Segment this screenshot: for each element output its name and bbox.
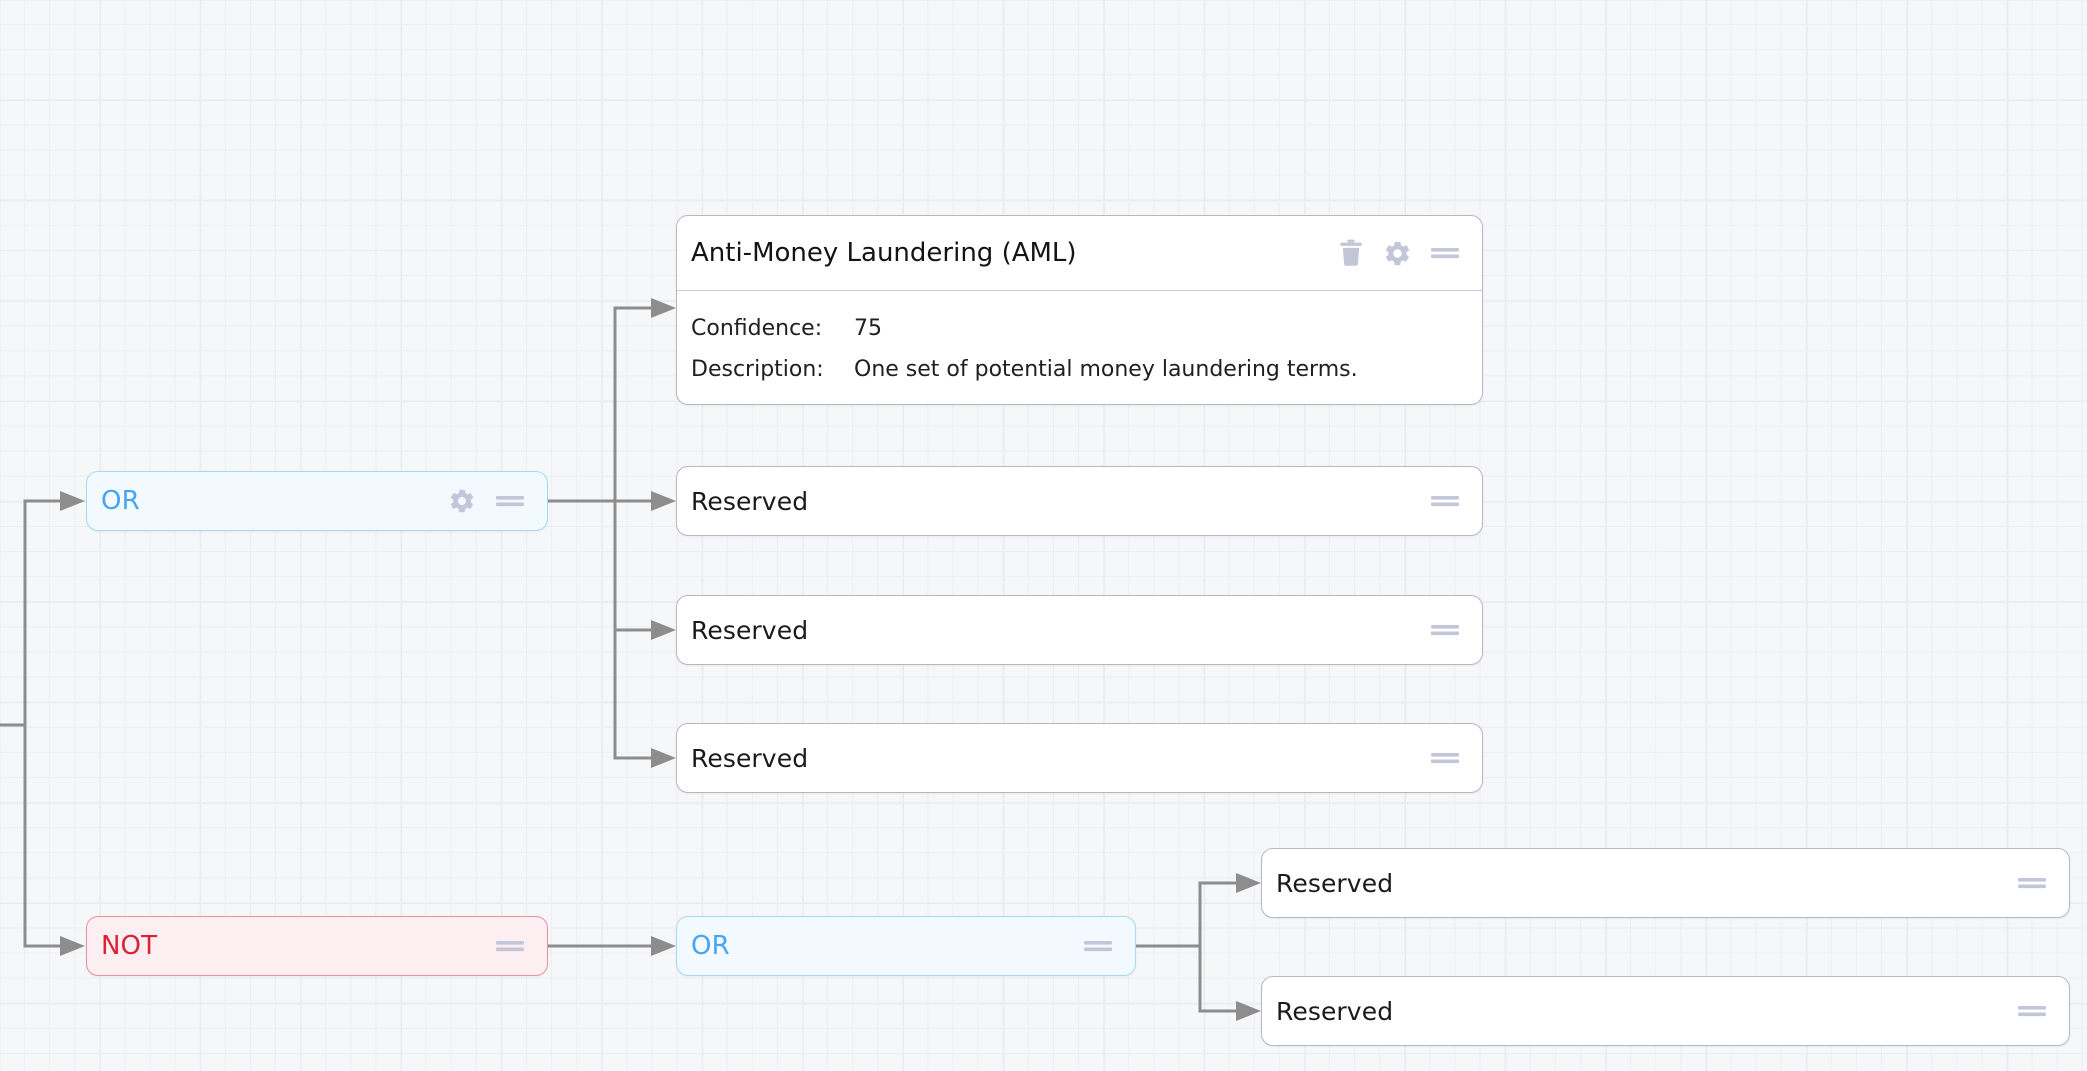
confidence-value: 75 <box>854 315 882 341</box>
node-or-root-actions <box>447 486 525 516</box>
description-label: Description: <box>691 356 824 382</box>
node-reserved-4[interactable]: Reserved <box>1261 848 2070 918</box>
node-reserved-4-label: Reserved <box>1276 868 1394 898</box>
confidence-label: Confidence: <box>691 315 823 341</box>
drag-handle-icon[interactable] <box>2017 872 2047 894</box>
drag-handle-icon[interactable] <box>1430 619 1460 641</box>
drag-handle-icon[interactable] <box>1083 935 1113 957</box>
description-value: One set of potential money laundering te… <box>854 356 1358 382</box>
node-aml-title: Anti-Money Laundering (AML) <box>691 238 1077 268</box>
node-or-child-label: OR <box>691 931 730 961</box>
drag-handle-icon[interactable] <box>1430 242 1460 264</box>
node-reserved-1-label: Reserved <box>691 486 809 516</box>
trash-icon[interactable] <box>1338 238 1364 268</box>
node-or-root[interactable]: OR <box>86 471 548 531</box>
node-not-label: NOT <box>101 931 158 961</box>
drag-handle-icon[interactable] <box>2017 1000 2047 1022</box>
node-aml-card[interactable]: Anti-Money Laundering (AML) <box>676 215 1483 405</box>
node-reserved-3-label: Reserved <box>691 743 809 773</box>
gear-icon[interactable] <box>1382 238 1412 268</box>
drag-handle-icon[interactable] <box>1430 490 1460 512</box>
gear-icon[interactable] <box>447 486 477 516</box>
node-reserved-3[interactable]: Reserved <box>676 723 1483 793</box>
drag-handle-icon[interactable] <box>495 935 525 957</box>
node-aml-body: Confidence: 75 Description: One set of p… <box>677 291 1482 404</box>
node-aml-row-description: Description: One set of potential money … <box>691 357 1468 382</box>
drag-handle-icon[interactable] <box>495 490 525 512</box>
node-reserved-1[interactable]: Reserved <box>676 466 1483 536</box>
node-aml-actions <box>1338 238 1460 268</box>
node-reserved-2[interactable]: Reserved <box>676 595 1483 665</box>
node-reserved-2-label: Reserved <box>691 615 809 645</box>
drag-handle-icon[interactable] <box>1430 747 1460 769</box>
node-or-root-label: OR <box>101 486 140 516</box>
node-aml-header: Anti-Money Laundering (AML) <box>677 216 1482 291</box>
node-reserved-5[interactable]: Reserved <box>1261 976 2070 1046</box>
node-aml-row-confidence: Confidence: 75 <box>691 316 1468 341</box>
node-not[interactable]: NOT <box>86 916 548 976</box>
node-or-child[interactable]: OR <box>676 916 1136 976</box>
node-reserved-5-label: Reserved <box>1276 996 1394 1026</box>
